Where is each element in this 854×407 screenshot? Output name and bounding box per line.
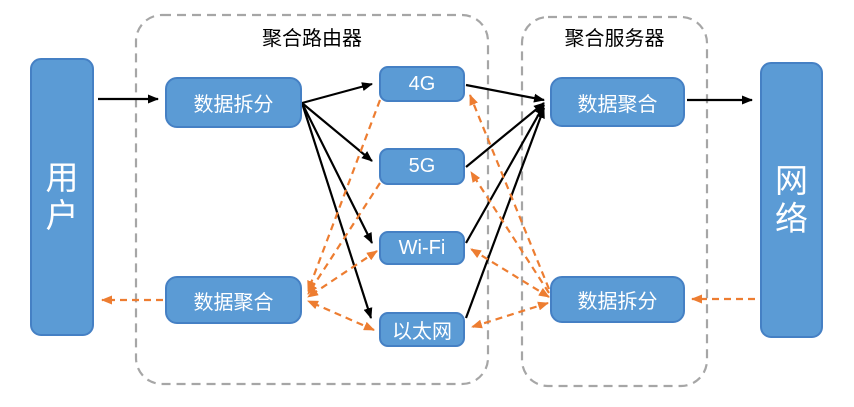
downstream-arrow-4g-to-router-agg bbox=[306, 99, 382, 292]
user-node-label: 用户 bbox=[45, 158, 79, 234]
channel-node-4g-label: 4G bbox=[408, 72, 436, 95]
upstream-arrow-ethernet-to-server-agg bbox=[464, 107, 546, 319]
router-split-node-label: 数据拆分 bbox=[193, 94, 274, 116]
upstream-arrow-wifi-to-server-agg bbox=[465, 104, 545, 244]
router-aggregate-node: 数据聚合 bbox=[165, 276, 302, 324]
upstream-arrow-split-to-5g bbox=[301, 102, 373, 162]
network-node: 网络 bbox=[760, 62, 823, 338]
router-aggregate-node-label: 数据聚合 bbox=[193, 291, 274, 314]
downstream-arrow-server-split-to-4g bbox=[468, 94, 551, 290]
downstream-arrow-wifi-to-router-agg bbox=[307, 250, 378, 298]
channel-node-wifi: Wi-Fi bbox=[379, 231, 465, 265]
server-aggregate-node: 数据聚合 bbox=[550, 77, 685, 127]
router-split-node: 数据拆分 bbox=[165, 77, 302, 128]
user-node: 用户 bbox=[30, 58, 94, 336]
upstream-arrow-5g-to-server-agg bbox=[465, 102, 545, 168]
channel-node-ethernet-label: 以太网 bbox=[392, 321, 452, 343]
downstream-arrow-server-split-to-ethernet bbox=[471, 301, 549, 329]
server-split-node-label: 数据拆分 bbox=[577, 291, 658, 313]
downstream-arrow-server-split-to-wifi bbox=[470, 248, 550, 298]
server-container-title: 聚合服务器 bbox=[564, 28, 665, 50]
channel-node-wifi-label: Wi-Fi bbox=[398, 236, 446, 259]
downstream-arrows bbox=[101, 94, 755, 332]
server-aggregate-node-label: 数据聚合 bbox=[577, 93, 658, 116]
upstream-arrow-split-to-wifi bbox=[301, 102, 373, 244]
network-node-label: 网络 bbox=[775, 161, 808, 237]
channel-node-4g: 4G bbox=[379, 66, 465, 102]
upstream-arrow-4g-to-server-agg bbox=[465, 83, 545, 103]
server-split-node: 数据拆分 bbox=[550, 276, 685, 323]
channel-node-ethernet: 以太网 bbox=[379, 312, 465, 347]
channel-node-5g: 5G bbox=[379, 148, 465, 185]
channel-node-5g-label: 5G bbox=[408, 155, 436, 177]
server-container-border bbox=[520, 15, 709, 388]
downstream-arrow-ethernet-to-router-agg bbox=[307, 299, 375, 332]
upstream-arrow-split-to-4g bbox=[301, 82, 373, 105]
router-container-title: 聚合路由器 bbox=[262, 28, 362, 50]
